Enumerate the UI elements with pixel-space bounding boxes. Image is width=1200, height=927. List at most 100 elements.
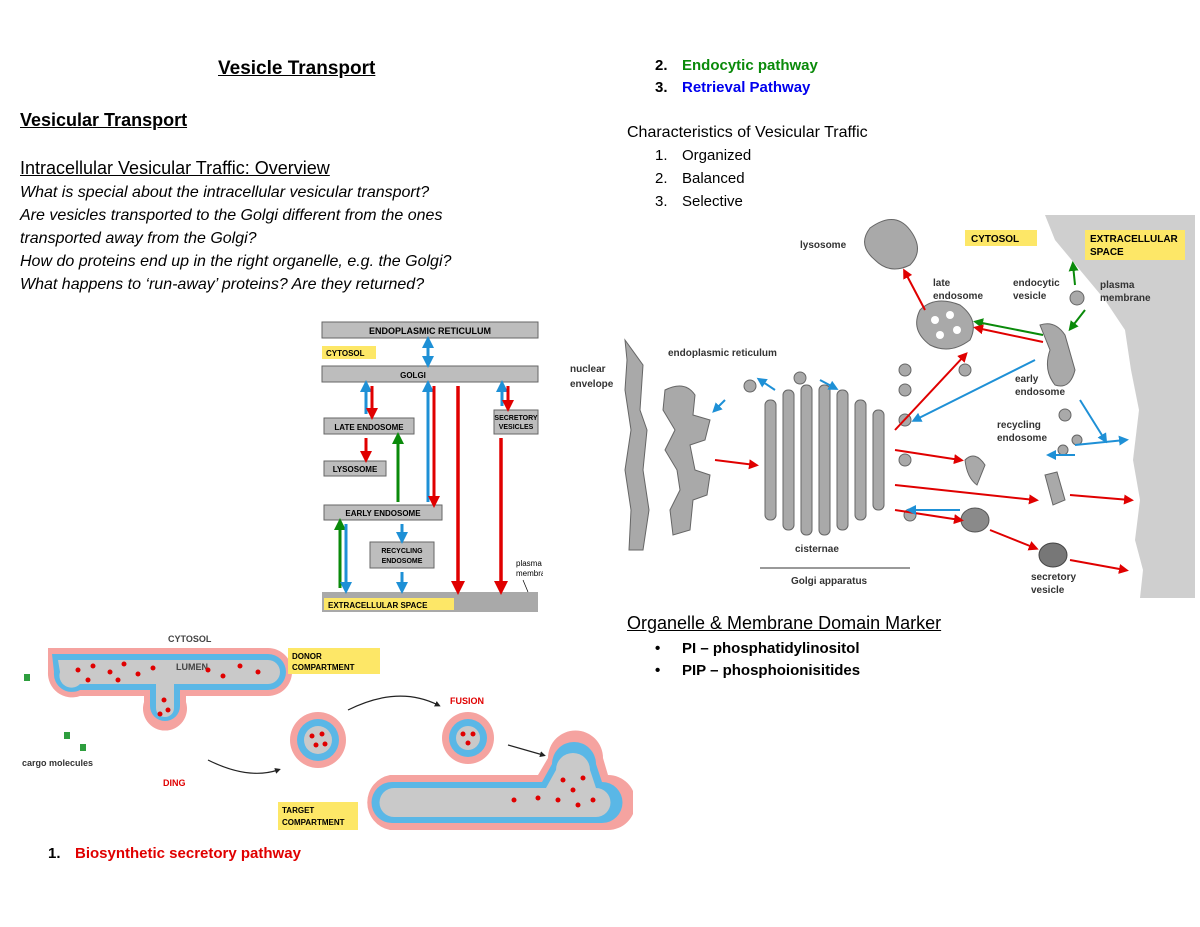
budding-label: DING xyxy=(163,778,186,788)
endocytic-vesicle-label: endocytic xyxy=(1013,278,1060,289)
list-item: 3.Selective xyxy=(655,193,743,210)
nuclear-envelope-label: nuclear xyxy=(570,364,606,375)
er-label: endoplasmic reticulum xyxy=(668,348,777,359)
donor-label: DONOR xyxy=(292,652,322,661)
cytosol-label: CYTOSOL xyxy=(971,234,1019,245)
budding-fusion-diagram: CYTOSOL LUMEN DONOR COMPARTMENT cargo mo… xyxy=(22,634,633,830)
vesicular-traffic-cell-diagram: CYTOSOL EXTRACELLULAR SPACE plasma membr… xyxy=(570,215,1195,598)
arrow-budding xyxy=(207,759,281,774)
extracellular-label: EXTRACELLULAR xyxy=(1090,234,1179,245)
question-line: What happens to ‘run-away’ proteins? Are… xyxy=(20,276,425,293)
lumen-label: LUMEN xyxy=(176,662,208,672)
cytosol-label: CYTOSOL xyxy=(168,634,212,644)
pathway-label: Retrieval Pathway xyxy=(682,79,811,96)
donor-label: COMPARTMENT xyxy=(292,663,355,672)
early-endosome-label: endosome xyxy=(1015,387,1065,398)
pathway-number: 1. xyxy=(48,845,61,862)
question-line: What is special about the intracellular … xyxy=(20,184,430,201)
late-endosome-label: endosome xyxy=(933,291,983,302)
cytosol-tag xyxy=(965,230,1037,246)
bullet-icon: • xyxy=(655,662,661,679)
extracellular-label: EXTRACELLULAR SPACE xyxy=(328,601,428,610)
recycling-label: ENDOSOME xyxy=(382,558,423,565)
target-label: TARGET xyxy=(282,806,314,815)
list-item: 2.Balanced xyxy=(655,170,745,187)
secretory-vesicle-shape xyxy=(1038,542,1068,568)
receptor-markers xyxy=(24,674,86,751)
nuclear-envelope-label: envelope xyxy=(570,379,614,390)
question-line: Are vesicles transported to the Golgi di… xyxy=(20,207,443,224)
arrow-transport xyxy=(347,695,441,711)
secretory-vesicle-label: vesicle xyxy=(1031,585,1065,596)
extracellular-tag xyxy=(1085,230,1185,260)
target-label: COMPARTMENT xyxy=(282,818,345,827)
plasma-membrane-label: membrane xyxy=(1100,293,1151,304)
late-endosome-label: LATE ENDOSOME xyxy=(334,423,404,432)
overview-heading: Intracellular Vesicular Traffic: Overvie… xyxy=(20,158,330,178)
cargo-dots xyxy=(75,661,261,717)
secretory-label: VESICLES xyxy=(499,424,534,431)
late-endosome-shape xyxy=(916,300,974,350)
extracellular-tag xyxy=(324,598,454,610)
characteristics-list: 1.Organized 2.Balanced 3.Selective xyxy=(655,144,751,213)
lysosome-label: lysosome xyxy=(800,240,847,251)
pathway-label: Biosynthetic secretory pathway xyxy=(75,845,301,862)
target-tag xyxy=(278,802,358,830)
fusion-label: FUSION xyxy=(450,696,484,706)
section-heading: Vesicular Transport xyxy=(20,110,188,130)
recycling-endosome-label: recycling xyxy=(997,420,1041,431)
lysosome-label: LYSOSOME xyxy=(333,465,378,474)
list-item: •PIP – phosphoionisitides xyxy=(655,660,860,682)
secretory-label: SECRETORY xyxy=(494,415,538,422)
cisternae-label: cisternae xyxy=(795,544,839,555)
target-lumen xyxy=(379,753,611,817)
golgi-box xyxy=(321,365,539,383)
lysosome-box xyxy=(323,460,387,477)
late-endosome-label: late xyxy=(933,278,951,289)
recycling-endosome-box xyxy=(369,541,435,569)
golgi-apparatus-label: Golgi apparatus xyxy=(791,576,868,587)
golgi-label: GOLGI xyxy=(400,371,426,380)
list-item: 1.Organized xyxy=(655,147,752,164)
recycling-label: RECYCLING xyxy=(381,548,423,555)
secretory-vesicle-label: secretory xyxy=(1031,572,1076,583)
traffic-flow-diagram: ENDOPLASMIC RETICULUM CYTOSOL GOLGI LATE… xyxy=(318,318,543,616)
extracellular-label: SPACE xyxy=(1090,247,1124,258)
cargo-label: cargo molecules xyxy=(22,758,93,768)
nuclear-envelope-shape xyxy=(624,338,650,551)
question-line: How do proteins end up in the right orga… xyxy=(20,253,452,270)
extracellular-region xyxy=(1045,215,1195,598)
plasma-label: plasma xyxy=(516,559,542,568)
pathway-label: Endocytic pathway xyxy=(682,57,818,74)
traffic-arrows xyxy=(712,261,1134,574)
secretory-vesicles-box xyxy=(493,409,539,435)
er-shape xyxy=(662,385,711,536)
plasma-membrane-label: plasma xyxy=(1100,280,1135,291)
pathway-item-biosynthetic: 1. Biosynthetic secretory pathway xyxy=(48,843,301,865)
golgi-cisternae xyxy=(764,384,885,536)
early-endosome-label: early xyxy=(1015,374,1039,385)
recycling-endosome-label: endosome xyxy=(997,433,1047,444)
characteristics-heading: Characteristics of Vesicular Traffic xyxy=(627,124,868,141)
marker-heading: Organelle & Membrane Domain Marker xyxy=(627,613,942,633)
early-endosome-box xyxy=(323,504,443,521)
arrow-fusion xyxy=(507,744,546,758)
endocytic-vesicle-label: vesicle xyxy=(1013,291,1047,302)
bullet-icon: • xyxy=(655,640,661,657)
er-label: ENDOPLASMIC RETICULUM xyxy=(369,326,491,336)
pathway-number: 3. xyxy=(655,79,668,96)
pathway-item-retrieval: 3. Retrieval Pathway xyxy=(655,77,810,99)
plasma-label: membrane xyxy=(516,569,543,578)
cytosol-tag xyxy=(322,346,376,359)
early-endosome-shape xyxy=(1039,323,1076,387)
pathway-number: 2. xyxy=(655,57,668,74)
document-title: Vesicle Transport xyxy=(218,58,376,79)
list-item: •PI – phosphatidylinositol xyxy=(655,638,860,660)
dense-vesicle xyxy=(960,507,990,533)
donor-tag xyxy=(288,648,380,674)
cytosol-label: CYTOSOL xyxy=(326,349,365,358)
pathway-item-endocytic: 2. Endocytic pathway xyxy=(655,55,818,77)
question-line: transported away from the Golgi? xyxy=(20,230,257,247)
early-endosome-label: EARLY ENDOSOME xyxy=(345,509,421,518)
endocytic-vesicle-shape xyxy=(1069,290,1085,306)
